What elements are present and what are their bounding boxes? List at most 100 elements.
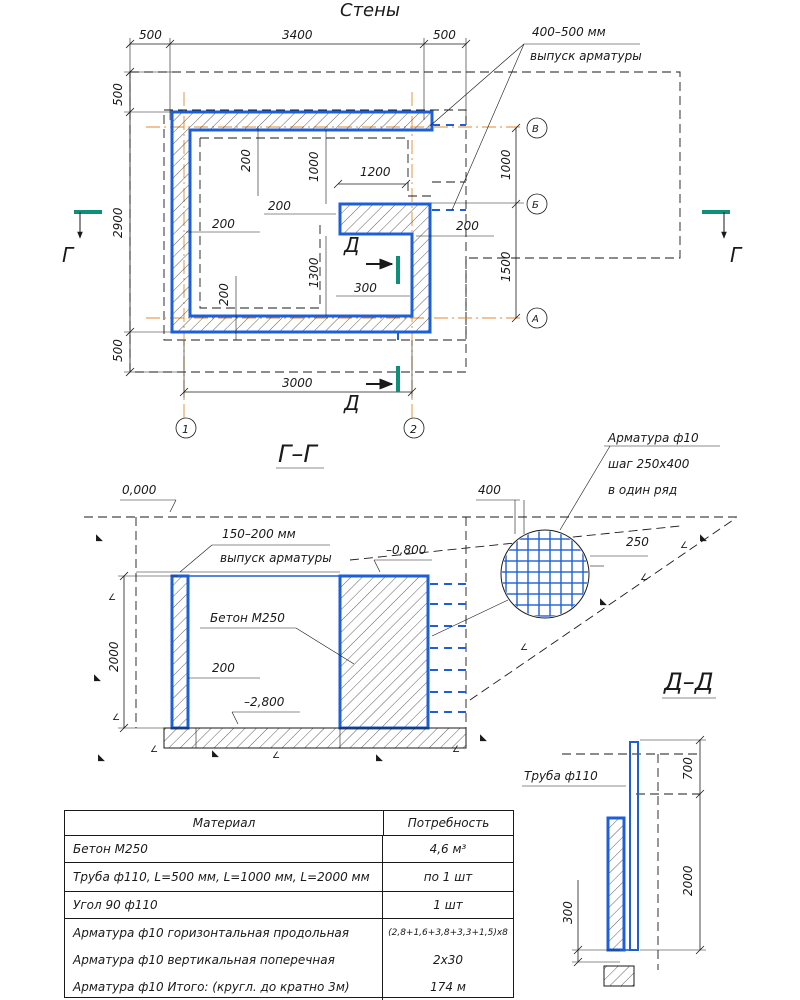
table-row: Бетон М250 4,6 м³ [65,836,513,863]
svg-text:◣: ◣ [94,673,101,683]
section-GG: 0,000 ◣∠◣ ∠◣∠ ◣∠◣ ∠◣∠ ◣∠◣ ∠ [84,483,738,763]
plan-bottom-dimension: 3000 [179,340,417,398]
axis-A-label: А [531,314,539,325]
table-cell-need: 2х30 [432,953,463,967]
dim-2000-section: 2000 [107,641,121,672]
concrete-label: Бетон М250 [210,611,285,625]
svg-text:∠: ∠ [640,573,648,583]
axis-2-label: 2 [410,423,417,436]
section-G-right: Г [730,243,743,267]
dim-500-bottom: 500 [111,339,125,362]
materials-table: Материал Потребность Бетон М250 4,6 м³ Тру… [64,810,514,1000]
table-body: Бетон М250 4,6 м³ Труба ф110, L=500 мм, L=… [65,836,513,1000]
table-cell-material: Угол 90 ф110 [65,892,383,918]
table-cell-material: Арматура ф10 горизонтальная продольная [65,919,383,947]
section-mark-D: Д Д [343,233,400,415]
table-cell-need: (2,8+1,6+3,8+3,3+1,5)х8 [388,928,508,938]
rebar-note-top-line2: выпуск арматуры [530,49,642,63]
callout-note-line1: Арматура ф10 [607,431,699,445]
pipe-label: Труба ф110 [524,769,598,783]
dim-250-callout: 250 [626,535,649,549]
svg-text:◣: ◣ [212,749,219,759]
dim-500-left: 500 [139,28,162,42]
table-cell-need: 1 шт [433,898,463,912]
axis-1-label: 1 [182,423,189,436]
svg-text:∠: ∠ [452,745,460,755]
plan-top-dimensions: 500 3400 500 [125,28,471,120]
table-cell-material: Арматура ф10 Итого: (кругл. до кратно 3м… [65,973,383,1000]
table-row: Арматура ф10 горизонтальная продольная (2… [65,919,513,947]
plan-left-dimensions: 500 2900 500 [111,67,180,377]
plan-right-dimensions: 1000 1500 [499,123,521,323]
section-D-bottom: Д [343,391,360,415]
dim-300-dd: 300 [561,901,575,924]
svg-text:∠: ∠ [680,541,688,551]
axis-B-label: Б [532,200,539,211]
dim-300: 300 [354,281,377,295]
section-DD: Труба ф110 700 2000 300 [522,735,706,987]
excavation-outline [129,71,681,373]
level-m0800: –0,800 [386,543,427,557]
walls-title: Стены [340,0,400,21]
rebar-protrusions-plan [397,124,466,344]
svg-text:◣: ◣ [376,753,383,763]
foundation-outline [163,109,467,341]
table-row: Угол 90 ф110 1 шт [65,892,513,919]
svg-text:∠: ∠ [272,751,280,761]
svg-text:◣: ◣ [600,597,607,607]
dim-3000: 3000 [282,376,313,390]
svg-text:∠: ∠ [520,643,528,653]
table-header-material: Материал [65,811,384,835]
rebar-mesh-callout: 400 250 Арматура ф10 шаг 250х400 в один … [431,431,720,637]
table-cell-material: Арматура ф10 вертикальная поперечная [65,947,383,973]
dim-1300: 1300 [307,257,321,288]
rebar-note-section-line2: выпуск арматуры [220,551,332,565]
dim-500-top: 500 [111,83,125,106]
svg-text:◣: ◣ [96,533,103,543]
dim-1500-right: 1500 [499,251,513,282]
dim-200-c: 200 [212,217,235,231]
plan-interior-dimensions: 200 1000 1200 200 200 200 1300 300 200 [186,126,494,340]
table-row: Арматура ф10 Итого: (кругл. до кратно 3м… [65,973,513,1000]
table-cell-material: Бетон М250 [65,836,383,862]
svg-text:∠: ∠ [108,593,116,603]
svg-text:◣: ◣ [98,753,105,763]
dim-3400: 3400 [282,28,313,42]
section-mark-G: Г Г [62,210,743,267]
axis-V-label: В [532,124,539,135]
dim-1200: 1200 [360,165,391,179]
svg-text:◣: ◣ [700,533,707,543]
table-row: Арматура ф10 вертикальная поперечная 2х30 [65,947,513,973]
table-cell-need: по 1 шт [423,870,473,884]
dim-200-e: 200 [456,219,479,233]
plan-inner-dashes [199,137,466,309]
svg-text:∠: ∠ [112,713,120,723]
dim-500-right: 500 [433,28,456,42]
dim-200-a: 200 [239,149,253,172]
table-cell-material: Труба ф110, L=500 мм, L=1000 мм, L=2000 … [65,863,383,891]
rebar-note-top-line1: 400–500 мм [532,25,606,39]
dim-1000-right: 1000 [499,149,513,180]
plan-walls [170,110,434,334]
plan-axes: 1 2 В Б А [146,92,548,439]
callout-note-line3: в один ряд [608,483,677,497]
level-m2800: –2,800 [244,695,285,709]
dim-400-callout: 400 [478,483,501,497]
dim-2000-dd: 2000 [681,865,695,896]
rebar-note-top: 400–500 мм выпуск арматуры [429,25,642,211]
svg-text:◣: ◣ [480,733,487,743]
svg-text:∠: ∠ [150,745,158,755]
callout-note-line2: шаг 250х400 [608,457,690,471]
section-G-left: Г [62,243,75,267]
section-GG-title: Г–Г [278,440,318,468]
dim-200-d: 200 [217,283,231,306]
table-cell-need: 4,6 м³ [429,842,467,856]
dim-200-b: 200 [268,199,291,213]
table-header-need: Потребность [407,816,490,830]
table-row: Труба ф110, L=500 мм, L=1000 мм, L=2000 … [65,863,513,892]
section-D-top: Д [343,233,360,257]
table-cell-need: 174 м [430,980,466,994]
rebar-note-section-line1: 150–200 мм [222,527,296,541]
